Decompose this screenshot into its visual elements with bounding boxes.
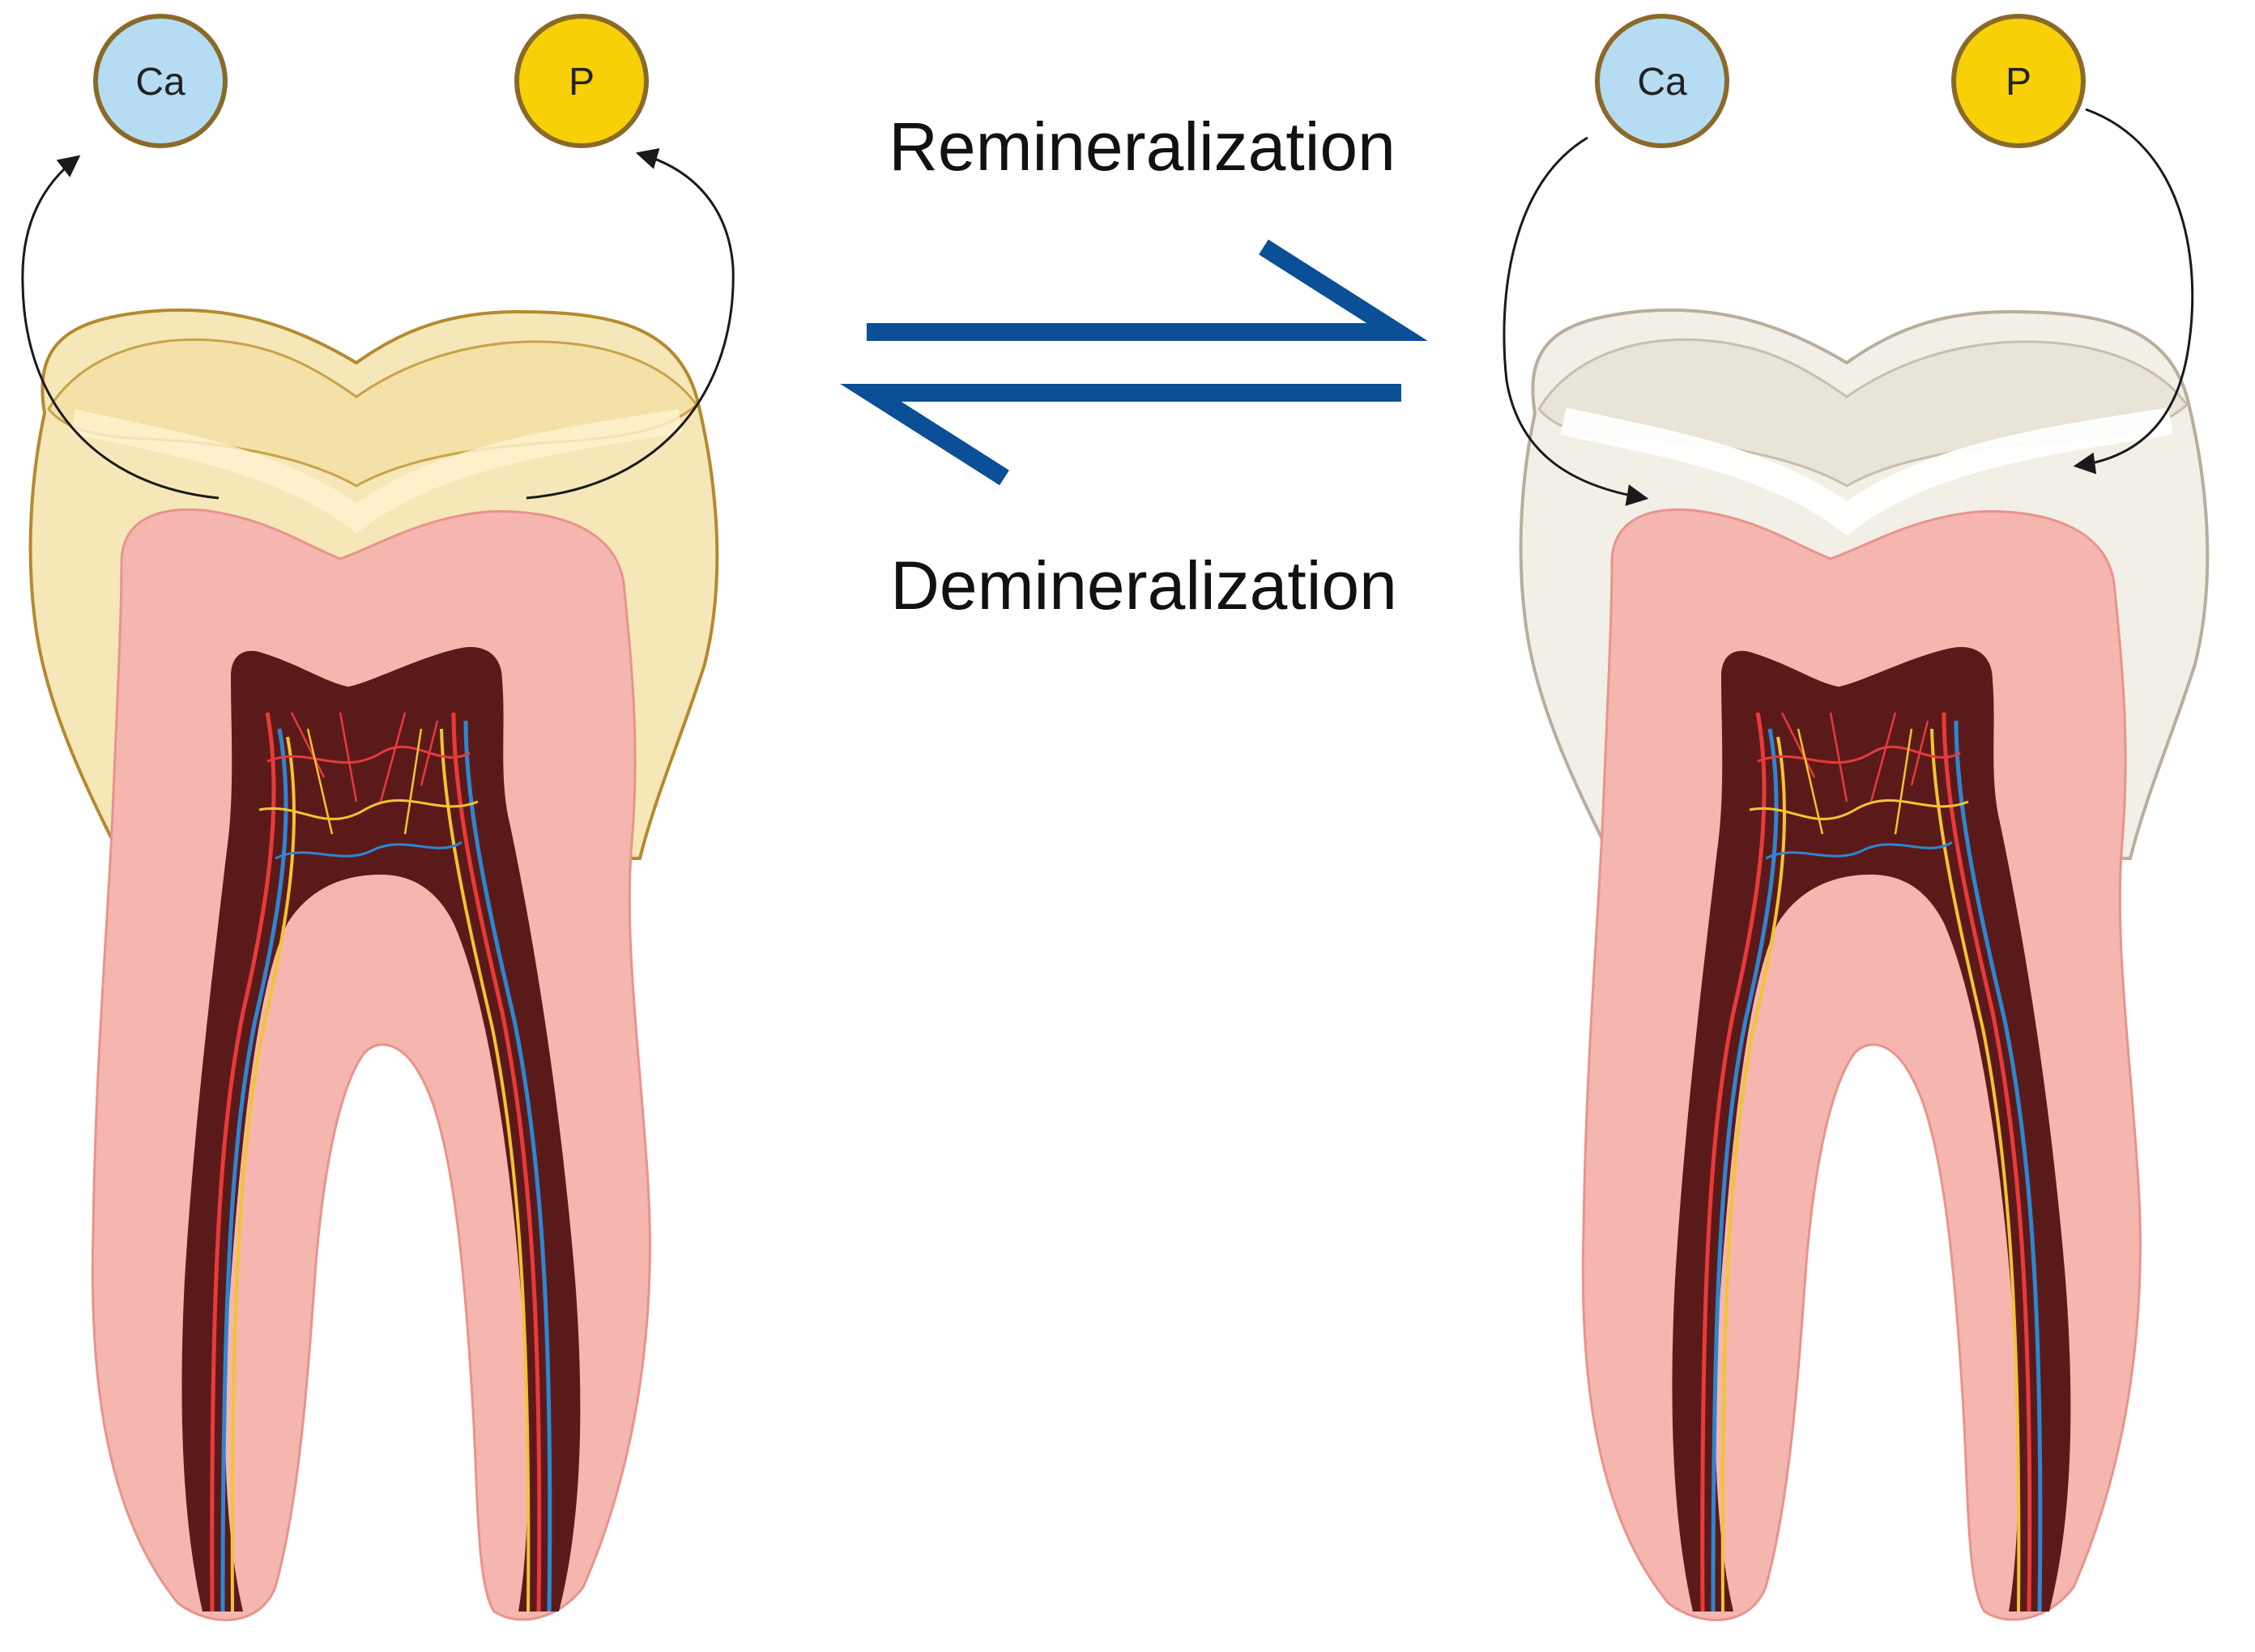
equilibrium-arrow-icon <box>840 239 1428 486</box>
left-calcium-release-arrow <box>21 155 220 500</box>
right-tooth <box>1519 308 2210 1620</box>
phosphate-ion-label: P <box>2006 61 2031 104</box>
calcium-ion-label: Ca <box>135 61 185 104</box>
remineralization-label: Remineralization <box>889 109 1396 185</box>
left-phosphate-release-arrow <box>526 147 735 500</box>
demineralization-label: Demineralization <box>890 547 1397 624</box>
right-calcium-uptake-arrow <box>1503 136 1649 506</box>
left-tooth <box>28 308 719 1620</box>
right-phosphate-uptake-arrow <box>2073 108 2194 475</box>
phosphate-ion-label: P <box>569 61 595 104</box>
left-calcium-ion: Ca <box>93 14 228 148</box>
calcium-ion-icon <box>93 14 228 148</box>
phosphate-ion-icon <box>514 14 649 148</box>
phosphate-ion-icon <box>1951 14 2086 148</box>
calcium-ion-label: Ca <box>1637 61 1687 104</box>
left-phosphate-ion: P <box>514 14 649 148</box>
right-calcium-ion: Ca <box>1595 14 1729 148</box>
calcium-ion-icon <box>1595 14 1729 148</box>
right-phosphate-ion: P <box>1951 14 2086 148</box>
